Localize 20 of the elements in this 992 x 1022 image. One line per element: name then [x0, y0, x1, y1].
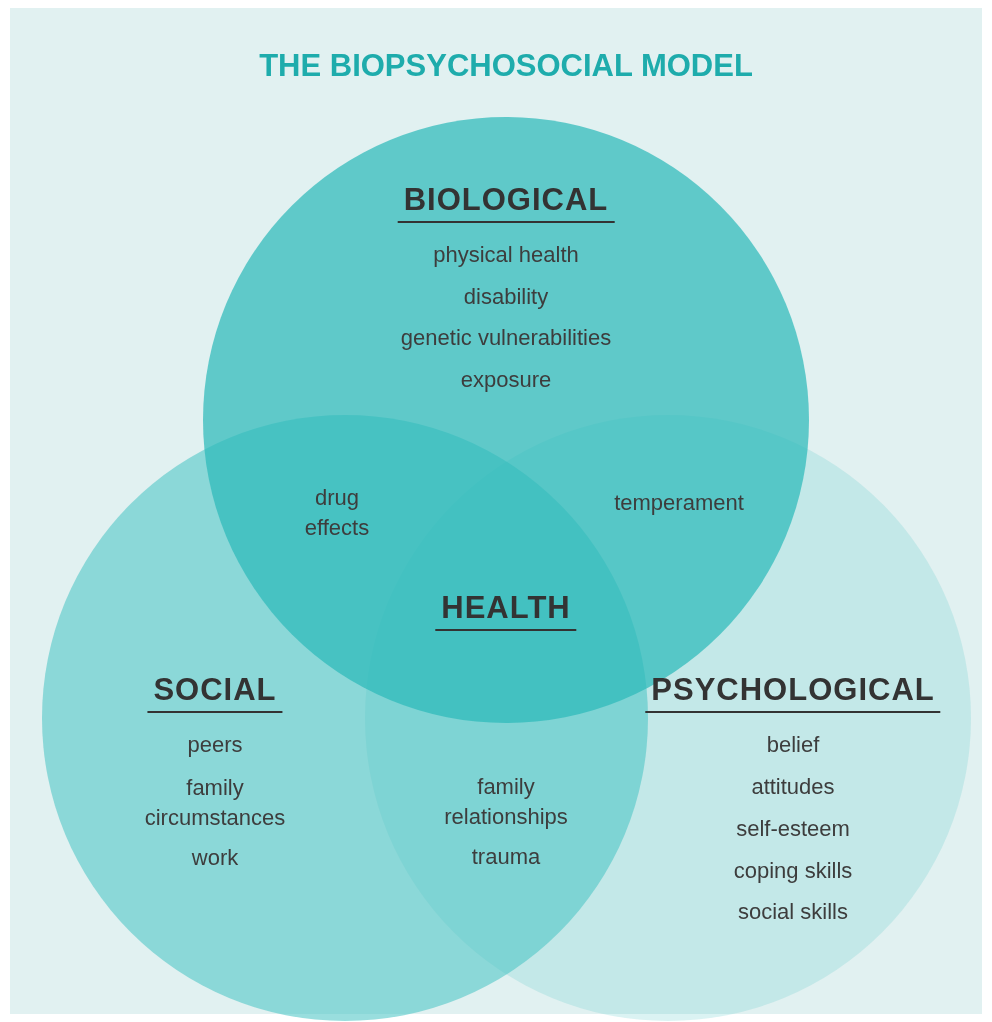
- factor-text: social skills: [738, 898, 848, 926]
- factor-text: exposure: [460, 366, 552, 394]
- overlap-text: drug effects: [303, 484, 371, 542]
- category-heading: BIOLOGICAL: [397, 181, 615, 223]
- center-heading: HEALTH: [435, 589, 577, 631]
- factor-text: self-esteem: [736, 815, 850, 843]
- category-heading: SOCIAL: [147, 671, 283, 713]
- factor-text: physical health: [433, 241, 579, 269]
- overlap-text: family relationships: [443, 773, 569, 831]
- diagram-title: THE BIOPSYCHOSOCIAL MODEL: [259, 51, 753, 81]
- factor-text: coping skills: [733, 857, 853, 885]
- factor-text: disability: [463, 283, 549, 311]
- factor-text: genetic vulnerabilities: [400, 324, 612, 352]
- overlap-text: trauma: [471, 843, 541, 871]
- overlap-text: temperament: [614, 489, 744, 517]
- factor-text: work: [191, 844, 239, 872]
- factor-text: belief: [766, 731, 820, 759]
- factor-text: family circumstances: [143, 774, 287, 832]
- factor-text: peers: [187, 731, 243, 759]
- factor-text: attitudes: [751, 773, 835, 801]
